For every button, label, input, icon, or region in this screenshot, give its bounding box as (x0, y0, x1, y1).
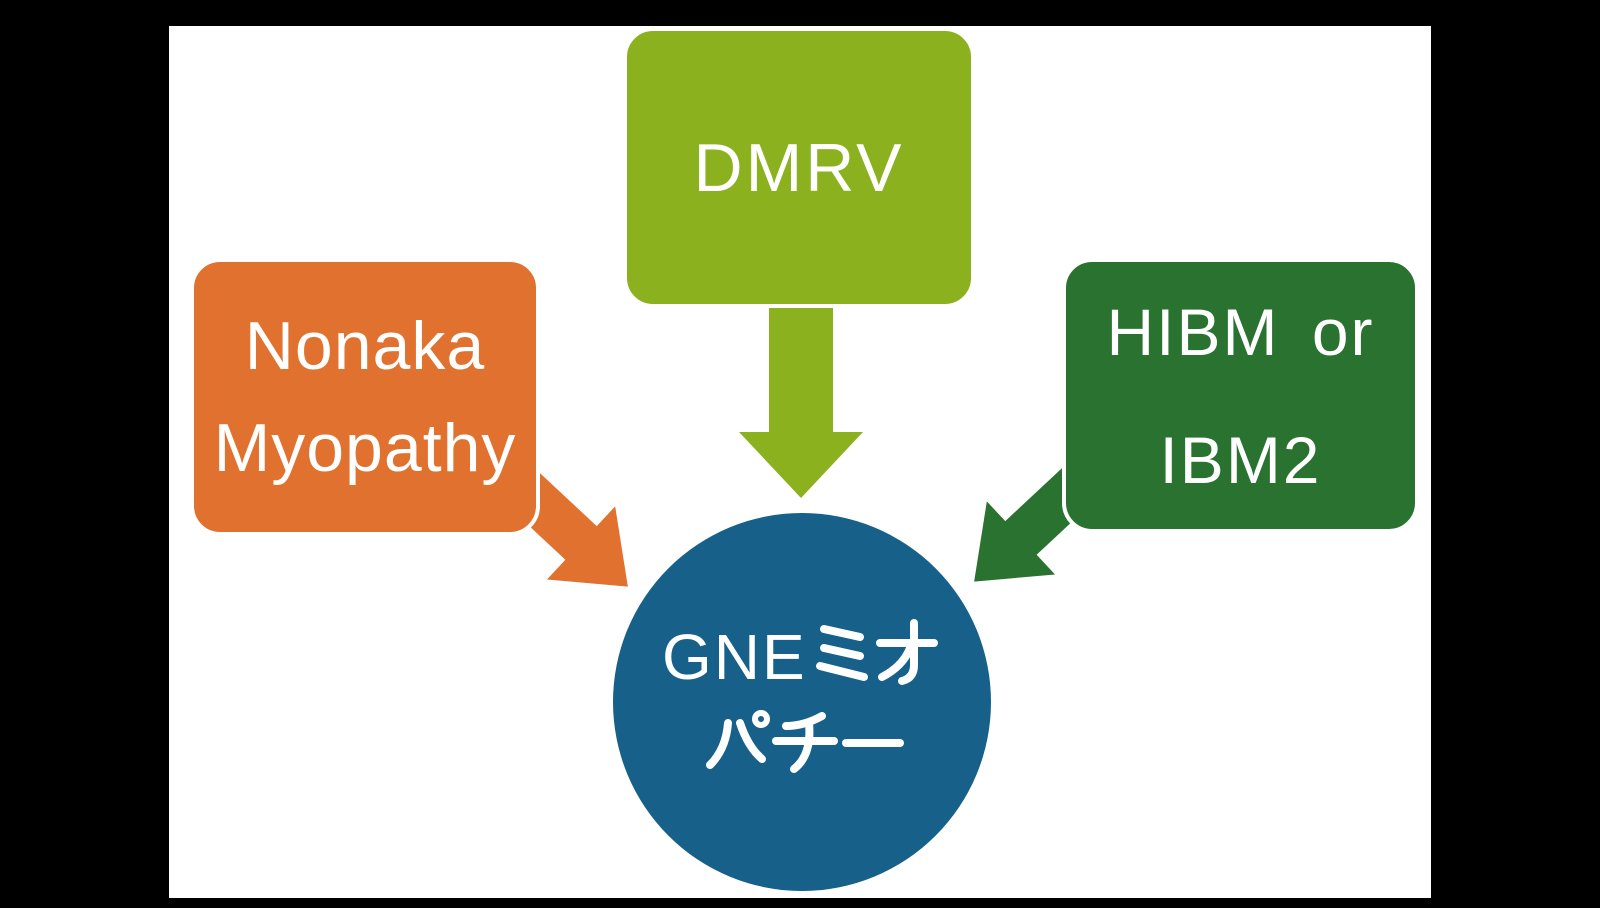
node-nonaka-myopathy: Nonaka Myopathy (190, 258, 540, 536)
node-hibm-ibm2: HIBM or IBM2 (1062, 258, 1419, 533)
gne-label-line2 (706, 710, 904, 773)
katakana-o-glyph (876, 619, 938, 685)
node-gne-myopathy-circle: GNE (613, 513, 991, 891)
diagram-canvas: Nonaka Myopathy DMRV HIBM or IBM2 GNE (169, 26, 1431, 898)
gne-label-line1: GNE (662, 619, 938, 693)
katakana-pa-glyph (706, 710, 770, 769)
node-hibm-line2: IBM2 (1159, 422, 1322, 497)
gne-myopathy-label: GNE (662, 619, 938, 773)
arrow-dmrv-to-center (739, 304, 863, 498)
katakana-mi-glyph (816, 625, 868, 681)
node-hibm-line1: HIBM or (1106, 294, 1375, 369)
node-dmrv-label: DMRV (693, 129, 905, 206)
node-nonaka-line1: Nonaka (244, 308, 486, 384)
katakana-chi-glyph (772, 712, 838, 773)
gne-latin-text: GNE (662, 621, 807, 693)
node-nonaka-line2: Myopathy (213, 410, 517, 486)
node-dmrv: DMRV (623, 27, 975, 308)
